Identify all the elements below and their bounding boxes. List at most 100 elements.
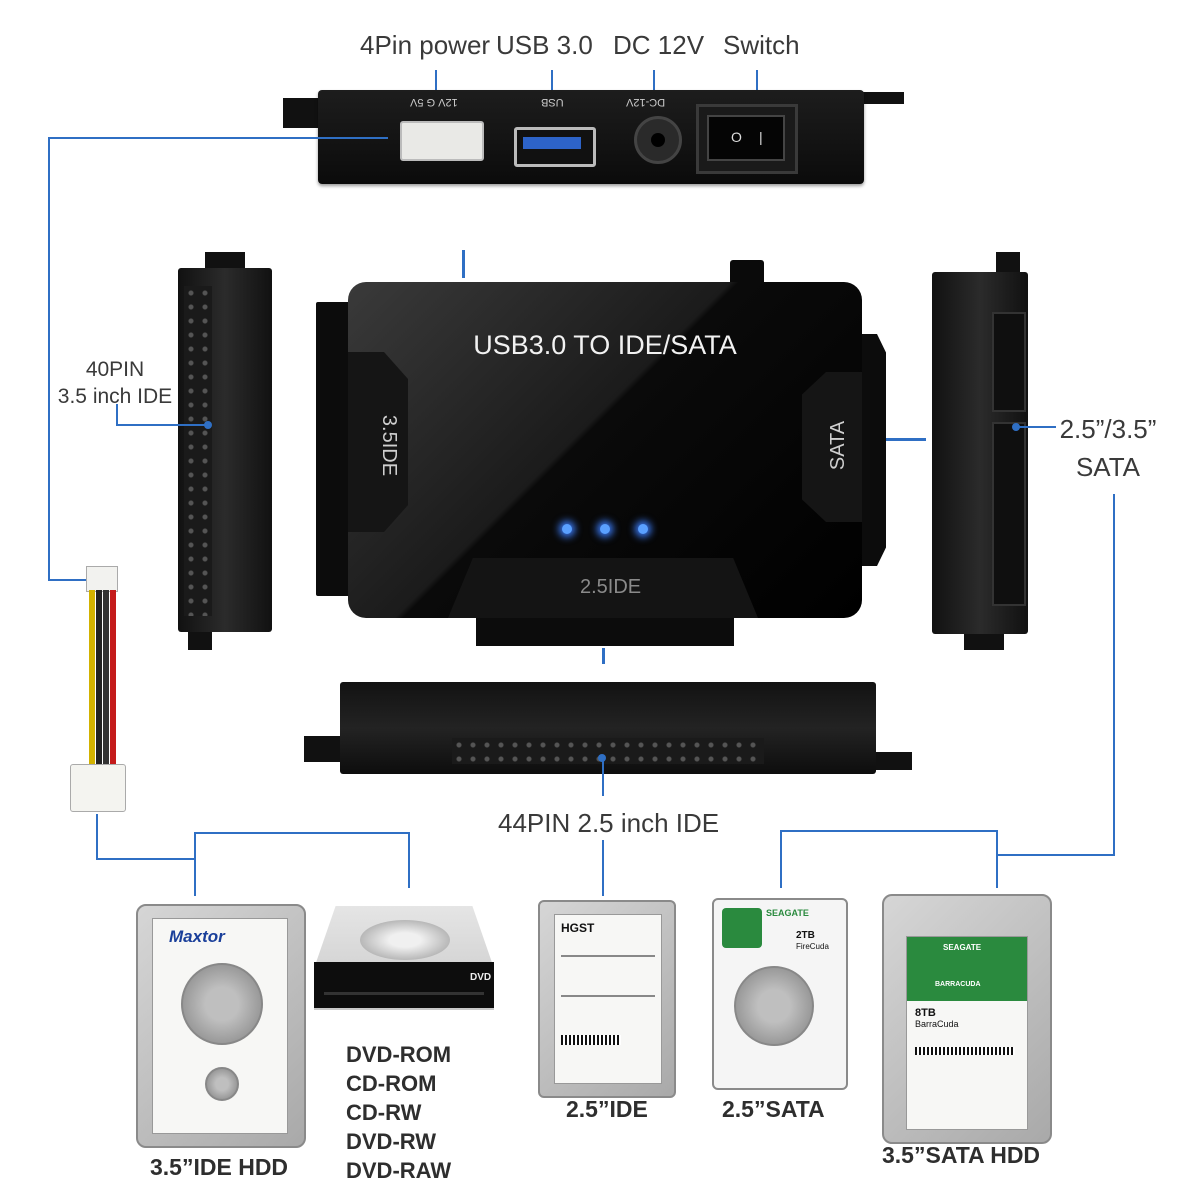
maxtor-logo: Maxtor — [169, 927, 225, 946]
label-ide44: 44PIN 2.5 inch IDE — [498, 808, 720, 838]
barcode — [561, 1035, 621, 1045]
power-line-v — [48, 137, 50, 581]
pointer-ide40-h — [116, 424, 210, 426]
label-drive-ide35: 3.5”IDE HDD — [150, 1154, 289, 1180]
label-usb3: USB 3.0 — [496, 30, 593, 60]
seagate-logo: SEAGATE — [943, 943, 982, 952]
firecuda-name: FireCuda — [796, 942, 829, 951]
dvd-drive-disc — [360, 920, 450, 960]
label-drive-sata25: 2.5”SATA — [722, 1096, 825, 1122]
pointer-ide40-dot — [204, 421, 212, 429]
pointer-ide40-v — [116, 404, 118, 426]
pointer-ide44-dot — [598, 754, 606, 762]
pointer-sata-v — [1113, 494, 1115, 856]
label-drive-ide25: 2.5”IDE — [566, 1096, 648, 1122]
ide40-pins — [184, 286, 212, 616]
label-ide40-line1: 40PIN — [85, 358, 145, 381]
bracket-sata-link-h — [996, 854, 1115, 856]
bracket-ide-h — [194, 832, 410, 834]
portbar-tab-left — [283, 98, 323, 128]
adapter-device: USB3.0 TO IDE/SATA 3.5IDE SATA 2.5IDE — [348, 282, 862, 618]
device-marker-right — [886, 438, 926, 441]
sata-data-slot — [992, 422, 1026, 606]
bracket-sata35-v — [996, 830, 998, 888]
label-rule-1 — [561, 955, 655, 957]
label-rule-2 — [561, 995, 655, 997]
ide40-tab-top — [205, 252, 245, 270]
device-top-nub — [730, 260, 764, 286]
optical-item-5: DVD-RAW — [346, 1158, 452, 1183]
status-led-2 — [600, 524, 610, 534]
label-4pin-power: 4Pin power — [360, 30, 491, 60]
device-right-panel — [802, 372, 862, 522]
cable-wire-red — [110, 590, 116, 766]
bracket-sata25-v — [780, 830, 782, 888]
drive-sata25-platter — [734, 966, 814, 1046]
optical-list: DVD-ROM CD-ROM CD-RW DVD-RW DVD-RAW — [346, 1040, 451, 1185]
power-line-bottom — [48, 579, 88, 581]
portbar-tab-right — [860, 92, 904, 104]
drive-ide35-label: Maxtor — [152, 918, 288, 1134]
dvd-drive-bezel: DVD — [314, 962, 494, 1008]
bracket-ide-v — [194, 832, 196, 896]
status-led-3 — [638, 524, 648, 534]
optical-item-2: CD-ROM — [346, 1071, 437, 1096]
drive-ide35: Maxtor — [136, 904, 306, 1148]
device-marker-bottom — [602, 648, 605, 664]
cable-molex-plug — [70, 764, 126, 812]
marking-power: 12V G 5V — [410, 96, 458, 108]
device-label-sata: SATA — [827, 420, 850, 471]
label-sata-line1: 2.5”/3.5” — [1059, 414, 1157, 444]
drive-sata25: SEAGATE 2TB FireCuda — [712, 898, 848, 1090]
label-sata-line2: SATA — [1075, 452, 1141, 482]
device-title: USB3.0 TO IDE/SATA — [473, 330, 737, 360]
bracket-dvd-v — [408, 832, 410, 888]
bracket-25ide-v — [602, 840, 604, 896]
ide44-connector-body — [340, 682, 876, 774]
device-ide40-plug — [316, 302, 352, 596]
marking-usb: USB — [541, 96, 564, 108]
sata-tab-top — [996, 252, 1020, 274]
drive-ide35-platter — [181, 963, 263, 1045]
drive-sata35: SEAGATE BARRACUDA 8TB BarraCuda — [882, 894, 1052, 1144]
drive-ide35-spindle — [205, 1067, 239, 1101]
firecuda-capacity: 2TB — [796, 930, 815, 941]
label-drive-sata35: 3.5”SATA HDD — [882, 1142, 1041, 1168]
optical-item-4: DVD-RW — [346, 1129, 437, 1154]
cable-wire-black-2 — [103, 590, 109, 766]
barracuda-name: BarraCuda — [915, 1019, 959, 1029]
dc-jack — [634, 116, 682, 164]
power-switch: O| — [696, 104, 798, 174]
pointer-sata-dot — [1012, 423, 1020, 431]
label-dc12v: DC 12V — [613, 30, 705, 60]
barracuda-capacity: 8TB — [915, 1007, 936, 1019]
cable-plug-top — [86, 566, 118, 592]
ide44-tab-right — [876, 752, 912, 770]
barcode-sata35 — [915, 1047, 1015, 1055]
pointer-sata-h — [1016, 426, 1056, 428]
optical-item-3: CD-RW — [346, 1100, 422, 1125]
device-left-panel — [348, 352, 408, 532]
marking-dc: DC-12V — [626, 96, 666, 108]
bracket-left-h — [96, 858, 196, 860]
power-line-top — [48, 137, 388, 139]
ide44-pins — [452, 738, 764, 764]
device-marker-top — [462, 250, 465, 278]
dvd-tray-line — [324, 992, 484, 995]
seagate-firecuda-logo — [722, 908, 762, 948]
ide40-tab-bottom — [188, 628, 212, 650]
usb3-port — [514, 127, 596, 167]
sata-tab-bottom — [964, 630, 1004, 650]
label-ide40-line2: 3.5 inch IDE — [57, 385, 173, 408]
device-bottom-panel — [448, 558, 758, 618]
hgst-logo: HGST — [561, 921, 595, 935]
barracuda-green-band: SEAGATE BARRACUDA — [907, 937, 1027, 1001]
bracket-left-v — [96, 814, 98, 860]
status-led-1 — [562, 524, 572, 534]
sata-connector-body — [932, 272, 1028, 634]
device-label-35ide: 3.5IDE — [378, 414, 401, 477]
drive-ide25: HGST — [538, 900, 676, 1098]
ide40-connector-body — [178, 268, 272, 632]
dvd-logo: DVD — [470, 972, 492, 983]
sata-power-slot — [992, 312, 1026, 412]
